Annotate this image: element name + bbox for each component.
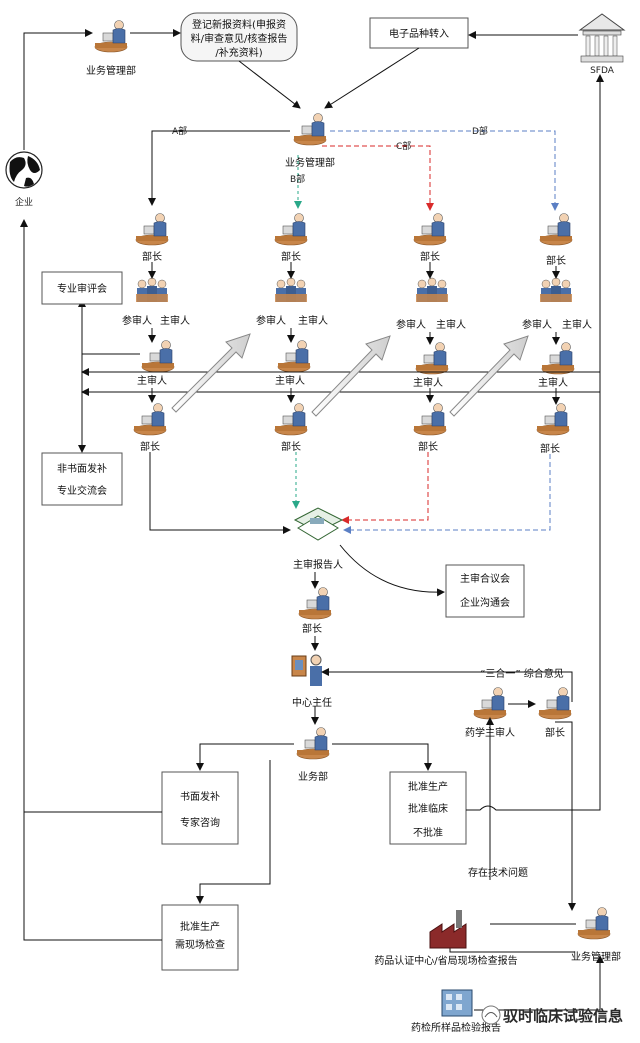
- lab-report-label: 药检所样品检验报告: [411, 1021, 501, 1034]
- approve-production-box: 批准生产 需现场检查: [161, 904, 239, 971]
- horizontal-feedback-lines: [78, 299, 600, 453]
- cert-center-label: 药品认证中心/省局现场检查报告: [374, 954, 517, 967]
- watermark: 驭时临床试验信息: [481, 1005, 623, 1025]
- business-dept-top-node: 业务管理部: [86, 20, 136, 77]
- review-meeting-line-1: 主审合议会: [460, 572, 510, 585]
- minister-after-report-node: 部长: [298, 587, 332, 635]
- cert-center-node: 药品认证中心/省局现场检查报告: [374, 910, 518, 967]
- written-supplement-line-2: 专家咨询: [180, 816, 220, 829]
- dept-a-participant-label: 参审人: [122, 314, 152, 327]
- written-supplement-box: 书面发补 专家咨询: [161, 771, 239, 845]
- dept-column-d: 部长 参审人 主审人 主审人 部长: [522, 213, 592, 455]
- dept-a-minister-label: 部长: [142, 250, 162, 263]
- expert-review-label: 专业审评会: [57, 282, 107, 295]
- branch-c-label: C部: [396, 140, 411, 152]
- big-hollow-arrows: [171, 333, 529, 417]
- expert-review-box: 专业审评会: [41, 271, 123, 305]
- dept-b-minister-label: 部长: [281, 250, 301, 263]
- enterprise-node: 企业: [5, 151, 43, 208]
- business-dept-bottom-node: 业务部: [296, 727, 330, 783]
- electronic-transfer-label: 电子品种转入: [389, 27, 449, 40]
- dept-column-a: 部长 参审人 主审人 主审人 部长: [122, 213, 190, 453]
- column-vertical-connectors: [148, 262, 560, 405]
- dept-a-main-reviewer-label: 主审人: [137, 374, 167, 387]
- business-dept-top-label: 业务管理部: [86, 64, 136, 77]
- approve-production-line-2: 需现场检查: [175, 938, 225, 951]
- enterprise-label: 企业: [15, 196, 33, 208]
- dept-c-main-reviewer-label: 主审人: [413, 376, 443, 389]
- bottom-connectors: [20, 74, 604, 1011]
- register-box: 登记新报资料(申报资 料/审查意见/核查报告 /补充资料): [180, 12, 298, 62]
- center-director-node: 中心主任: [291, 654, 332, 709]
- approve-line-1: 批准生产: [408, 780, 448, 793]
- business-dept-center-node: 业务管理部: [285, 113, 335, 169]
- sfda-label: SFDA: [590, 66, 615, 76]
- three-in-one-connectors: [321, 668, 573, 708]
- business-mgmt-bottom-label: 业务管理部: [571, 950, 621, 963]
- register-line-3: /补充资料): [215, 46, 262, 59]
- main-report-node: 主审报告人: [293, 507, 344, 571]
- non-written-line-1: 非书面发补: [57, 462, 107, 475]
- watermark-label: 驭时临床试验信息: [503, 1007, 623, 1025]
- center-director-label: 中心主任: [292, 696, 332, 709]
- business-dept-bottom-label: 业务部: [298, 770, 328, 783]
- dept-d-participant-label: 参审人: [522, 318, 552, 331]
- main-report-label: 主审报告人: [293, 558, 343, 571]
- branch-a-label: A部: [172, 125, 187, 137]
- dept-c-participant-label: 参审人: [396, 318, 426, 331]
- business-mgmt-bottom-node: 业务管理部: [571, 907, 621, 963]
- non-written-box: 非书面发补 专业交流会: [41, 452, 123, 506]
- dept-b-reviewer-label: 主审人: [298, 314, 328, 327]
- dept-d-main-reviewer-label: 主审人: [538, 376, 568, 389]
- approve-line-3: 不批准: [413, 826, 443, 839]
- dept-c-minister-label: 部长: [420, 250, 440, 263]
- converge-to-report: [149, 452, 551, 534]
- dept-column-c: 部长 参审人 主审人 主审人 部长: [396, 213, 466, 453]
- dept-d-reviewer-label: 主审人: [562, 318, 592, 331]
- non-written-line-2: 专业交流会: [57, 484, 107, 497]
- lab-report-node: 药检所样品检验报告: [411, 989, 501, 1034]
- branch-d-label: D部: [472, 125, 488, 137]
- electronic-transfer-box: 电子品种转入: [369, 17, 469, 49]
- minister-after-report-label: 部长: [302, 622, 322, 635]
- dept-column-b: 部长 参审人 主审人 主审人 部长: [256, 213, 328, 453]
- dept-b-minister2-label: 部长: [281, 440, 301, 453]
- dept-d-minister-label: 部长: [546, 254, 566, 267]
- dept-b-main-reviewer-label: 主审人: [275, 374, 305, 387]
- review-meeting-line-2: 企业沟通会: [460, 596, 510, 609]
- branch-b-label: B部: [290, 173, 305, 185]
- three-in-one-label: “三合一” 综合意见: [480, 667, 564, 680]
- three-in-one-area: “三合一” 综合意见 药学主审人 部长: [465, 667, 572, 739]
- report-to-meeting-curve: [339, 544, 445, 597]
- dept-a-minister2-label: 部长: [140, 440, 160, 453]
- written-supplement-line-1: 书面发补: [180, 790, 220, 803]
- approve-production-line-1: 批准生产: [180, 920, 220, 933]
- dept-b-participant-label: 参审人: [256, 314, 286, 327]
- approve-box: 批准生产 批准临床 不批准: [389, 771, 467, 845]
- register-line-1: 登记新报资料(申报资: [192, 18, 286, 31]
- dept-a-reviewer-label: 主审人: [160, 314, 190, 327]
- dept-c-reviewer-label: 主审人: [436, 318, 466, 331]
- minister-right-label: 部长: [545, 726, 565, 739]
- tech-issue-label: 存在技术问题: [468, 866, 528, 879]
- branch-labels: A部 B部 C部 D部: [172, 125, 488, 185]
- top-connectors: [23, 29, 578, 150]
- approve-line-2: 批准临床: [408, 802, 448, 815]
- sfda-node: SFDA: [578, 13, 626, 76]
- business-dept-center-label: 业务管理部: [285, 156, 335, 169]
- branch-connectors: [148, 130, 559, 211]
- dept-c-minister2-label: 部长: [418, 440, 438, 453]
- review-meeting-box: 主审合议会 企业沟通会: [445, 564, 525, 618]
- dept-d-minister2-label: 部长: [540, 442, 560, 455]
- register-line-2: 料/审查意见/核查报告: [191, 32, 288, 45]
